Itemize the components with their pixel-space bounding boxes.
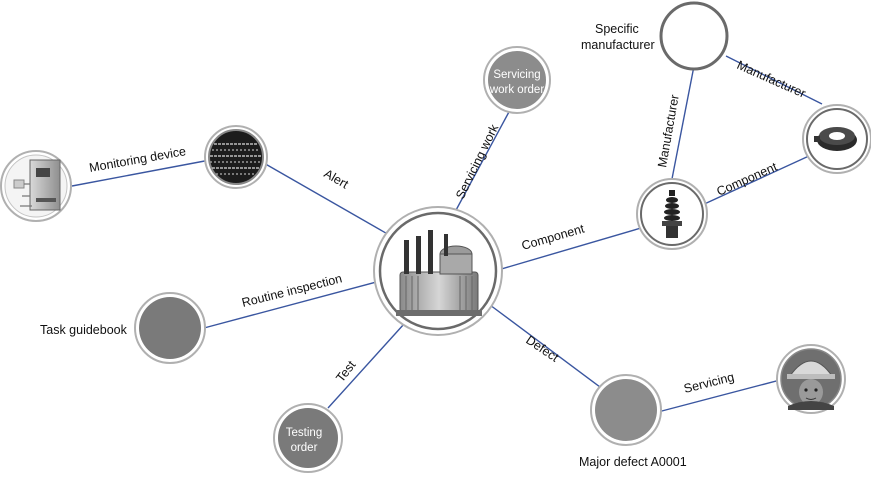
node-worker[interactable] (776, 344, 846, 414)
edge-alert (261, 161, 399, 241)
edge-test (327, 323, 405, 409)
testing-order-line1: Testing (286, 427, 322, 439)
label-task-guidebook: Task guidebook (40, 323, 128, 337)
label-specific-manufacturer-line1: Specific (595, 22, 639, 36)
edge-component-main (497, 227, 642, 271)
ring-component-icon (814, 127, 857, 151)
label-monitoring-device: Monitoring device (88, 144, 187, 175)
node-monitoring-device[interactable] (0, 150, 72, 222)
power-transformer-icon (396, 230, 482, 316)
node-specific-manufacturer[interactable] (659, 1, 729, 71)
node-monitor-screen[interactable] (204, 125, 268, 189)
node-ring-component[interactable] (802, 104, 871, 174)
edge-label-manufacturer-vertical: Manufacturer (655, 94, 682, 169)
edge-label-component-main: Component (520, 221, 586, 252)
edge-servicing-work (454, 109, 511, 213)
edge-monitoring-to-screen (71, 159, 211, 187)
edge-label-servicing: Servicing (682, 370, 735, 396)
edge-manufacturer-vertical (670, 65, 695, 185)
label-specific-manufacturer-line2: manufacturer (581, 38, 655, 52)
monitor-screen-icon (210, 143, 262, 175)
edge-label-servicing-work: Servicing work (453, 121, 502, 201)
edge-servicing (657, 379, 781, 413)
node-testing-order[interactable]: Testing order (273, 403, 343, 473)
monitoring-cabinet-icon (13, 159, 61, 211)
edge-component-secondary (699, 149, 823, 207)
node-major-defect[interactable] (590, 374, 662, 446)
label-major-defect: Major defect A0001 (579, 455, 687, 469)
worker-photo-icon (787, 360, 835, 410)
edge-manufacturer-diagonal (725, 55, 823, 105)
servicing-work-order-line2: work order (489, 84, 544, 96)
node-transformer[interactable] (373, 206, 503, 336)
testing-order-line2: order (291, 442, 318, 454)
bushing-icon (662, 190, 682, 238)
edge-defect (489, 304, 605, 391)
node-bushing-component[interactable] (636, 178, 708, 250)
node-servicing-work-order[interactable]: Servicing work order (483, 46, 551, 114)
servicing-work-order-line1: Servicing (493, 69, 540, 81)
edge-label-component-secondary: Component (715, 159, 780, 198)
edge-routine-inspection (203, 279, 385, 329)
edge-label-defect: Defect (523, 333, 561, 365)
edge-label-alert: Alert (322, 166, 352, 191)
edge-label-manufacturer-diagonal: Manufacturer (735, 58, 808, 101)
edge-label-test: Test (333, 358, 358, 385)
node-task-guidebook[interactable] (134, 292, 206, 364)
